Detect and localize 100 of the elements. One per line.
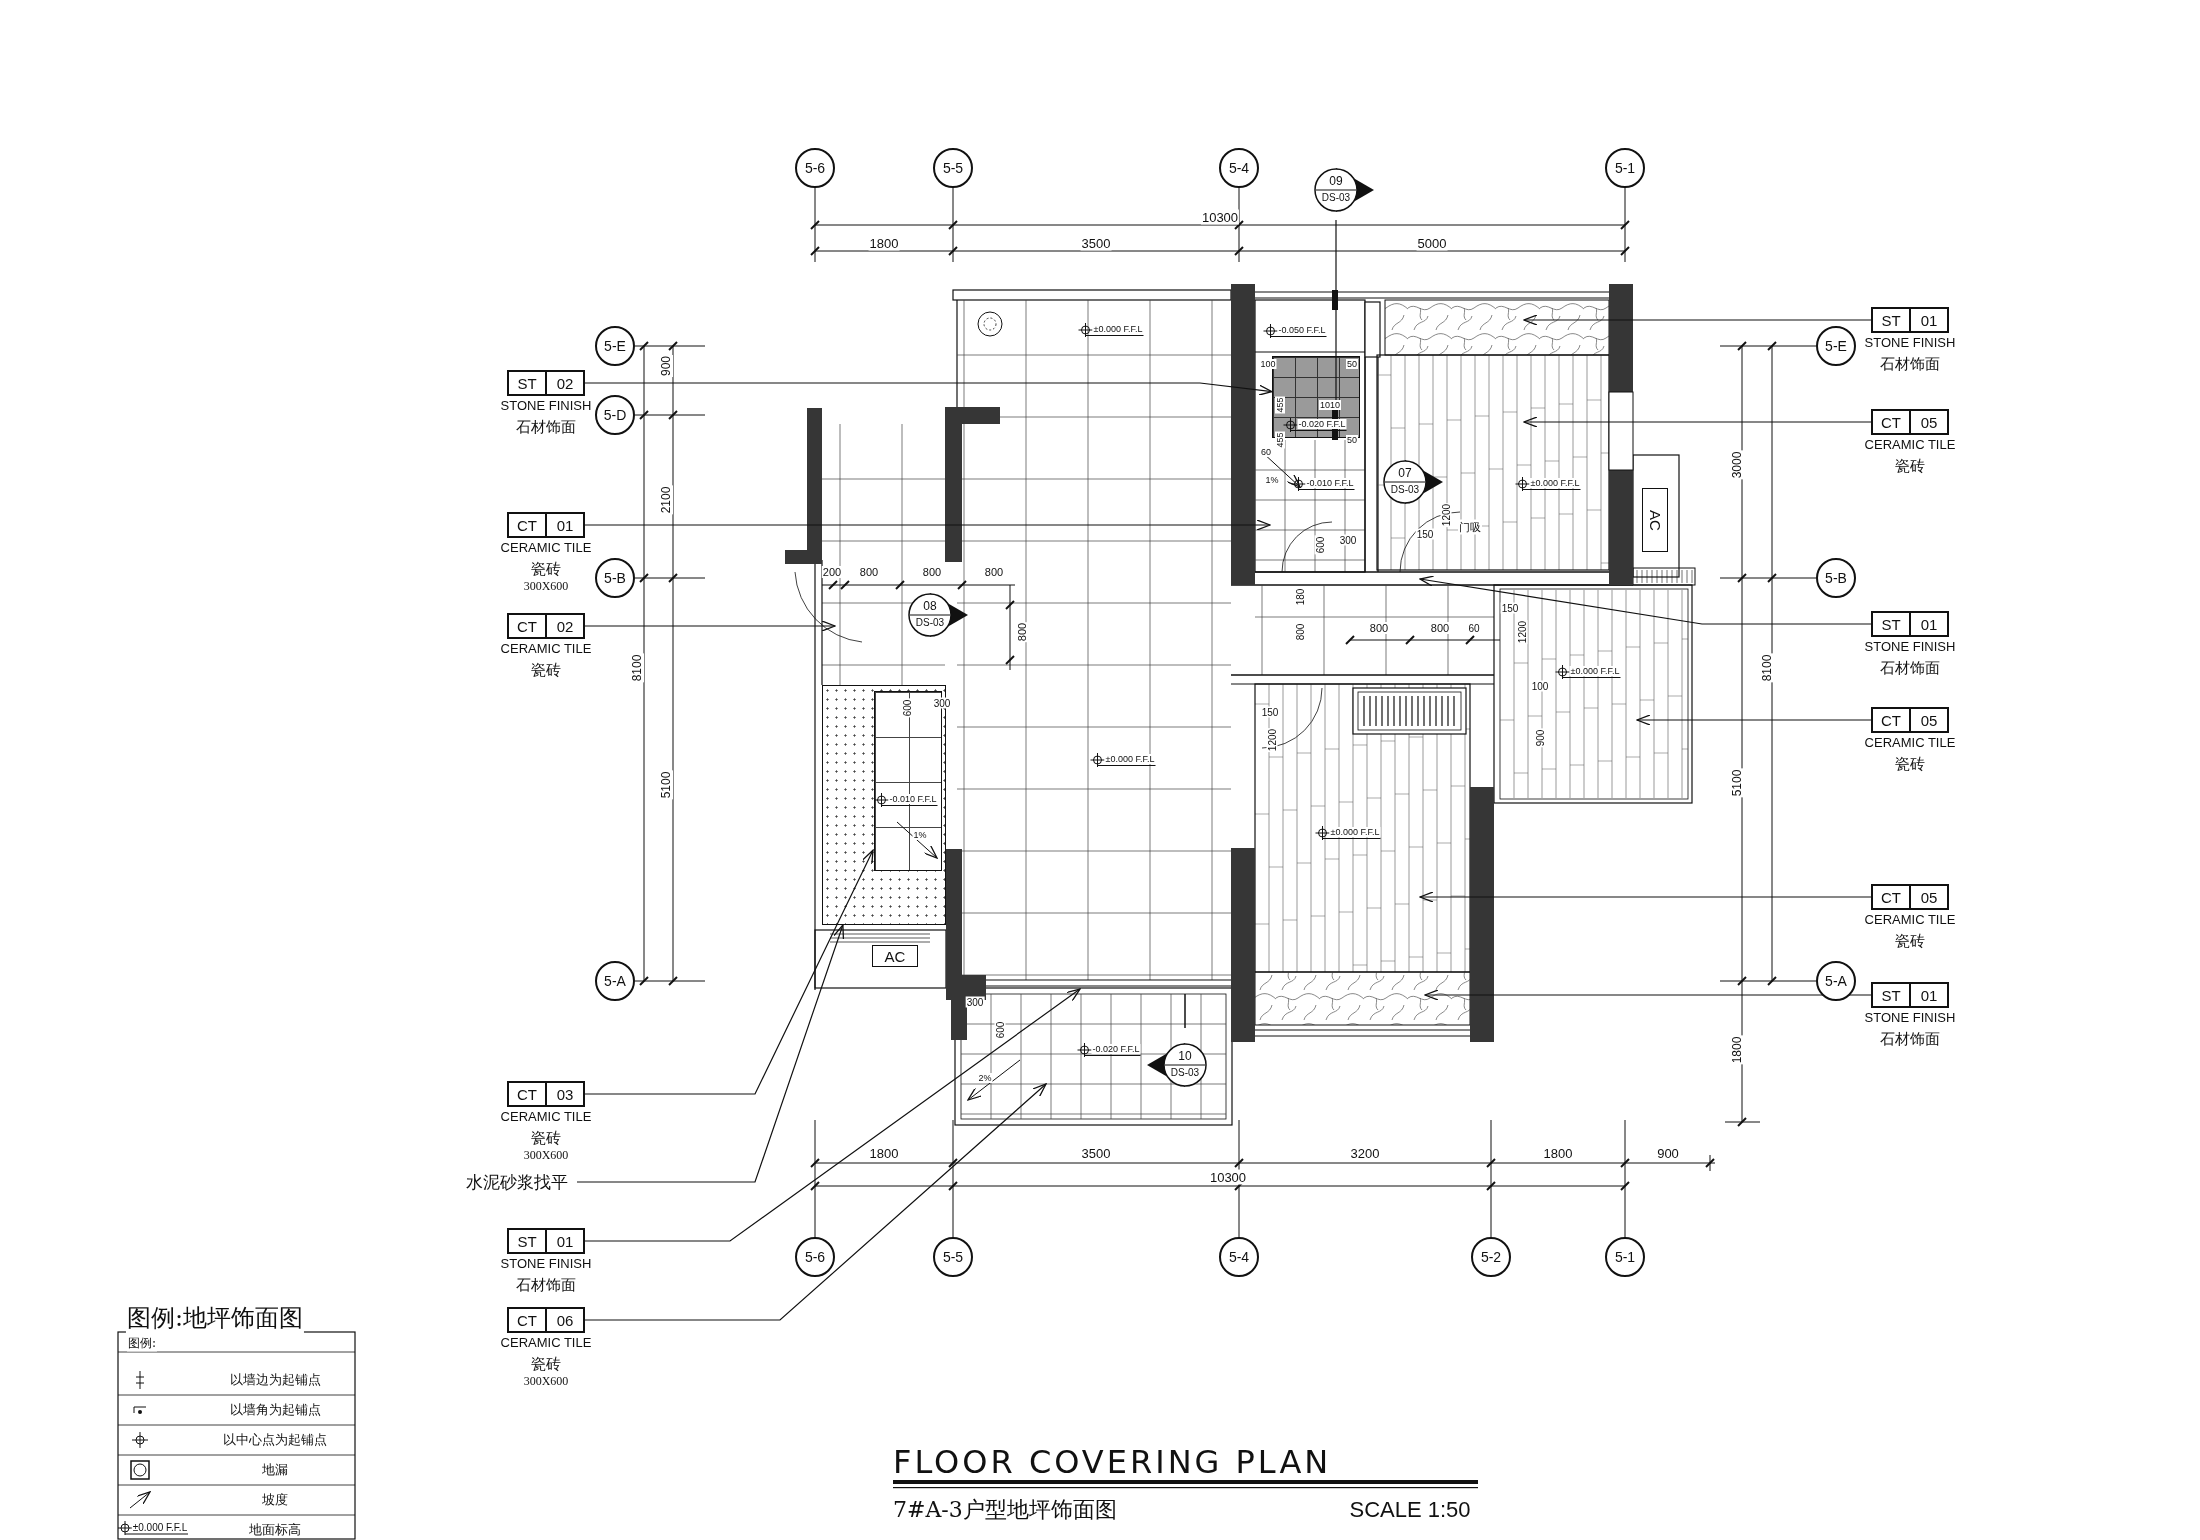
legend-text: 地面标高 bbox=[248, 1522, 302, 1538]
ac-box: AC bbox=[1642, 488, 1668, 552]
material-number: 01 bbox=[545, 514, 583, 536]
elevation-text: ±0.000 F.F.L bbox=[1529, 478, 1581, 488]
grid-bubble: 5-A bbox=[1816, 961, 1856, 1001]
grid-bubble: 5-E bbox=[595, 326, 635, 366]
dimension-text: 10300 bbox=[1200, 209, 1240, 225]
dimension-text: 150 bbox=[1415, 528, 1435, 540]
dimension-text: 180 bbox=[1294, 587, 1306, 607]
material-name: 石材饰面 bbox=[1879, 355, 1941, 373]
dimension-text: 300 bbox=[1338, 534, 1358, 546]
leader-line bbox=[576, 924, 845, 1183]
section-number: 10 bbox=[1177, 1050, 1193, 1062]
material-name: CERAMIC TILE bbox=[499, 1335, 593, 1352]
dimension-text: 150 bbox=[1500, 602, 1520, 614]
legend-heading: 图例: bbox=[127, 1334, 157, 1352]
material-name: STONE FINISH bbox=[1863, 1010, 1957, 1027]
material-name: 瓷砖 bbox=[530, 1355, 562, 1373]
material-code: ST bbox=[1880, 614, 1902, 635]
material-code: ST bbox=[1880, 985, 1902, 1006]
elevation-text: ±0.000 F.F.L bbox=[1104, 754, 1156, 764]
material-code: ST bbox=[516, 1231, 538, 1252]
material-name: CERAMIC TILE bbox=[1863, 735, 1957, 752]
elevation-text: -0.010 F.F.L bbox=[1305, 478, 1355, 488]
material-code: CT bbox=[516, 1084, 538, 1105]
leader-line bbox=[1419, 891, 1872, 903]
dimension-text: 455 bbox=[1275, 396, 1285, 414]
section-number: 09 bbox=[1328, 175, 1344, 187]
elevation-text: ±0.000 F.F.L bbox=[1092, 324, 1144, 334]
sheet-number: DS-03 bbox=[1320, 192, 1352, 204]
material-number: 05 bbox=[1909, 886, 1947, 908]
legend-text: 以墙边为起铺点 bbox=[228, 1372, 322, 1388]
dimension-text: 1200 bbox=[1440, 502, 1452, 528]
material-number: 01 bbox=[1909, 984, 1947, 1006]
legend-text: 以中心点为起铺点 bbox=[222, 1432, 328, 1448]
dimension-text: 600 bbox=[994, 1020, 1006, 1040]
material-number: 02 bbox=[545, 615, 583, 637]
material-name: 瓷砖 bbox=[1894, 755, 1926, 773]
dimension-text: 800 bbox=[1016, 621, 1028, 643]
grid-bubble: 5-1 bbox=[1605, 1237, 1645, 1277]
grid-bubble: 5-B bbox=[595, 558, 635, 598]
elevation-text: -0.020 F.F.L bbox=[1091, 1044, 1141, 1054]
slope-text: 1% bbox=[1264, 475, 1280, 485]
material-name: 瓷砖 bbox=[1894, 457, 1926, 475]
material-number: 05 bbox=[1909, 709, 1947, 731]
material-name: CERAMIC TILE bbox=[499, 540, 593, 557]
ac-box: AC bbox=[872, 945, 918, 967]
elevation-text: ±0.000 F.F.L bbox=[1329, 827, 1381, 837]
dimension-text: 100 bbox=[1259, 359, 1277, 369]
material-name: 瓷砖 bbox=[530, 661, 562, 679]
material-code: CT bbox=[1880, 412, 1902, 433]
dimension-text: 600 bbox=[901, 698, 913, 718]
material-name: 石材饰面 bbox=[1879, 659, 1941, 677]
dimension-text: 800 bbox=[983, 566, 1005, 578]
dimension-text: 8100 bbox=[630, 653, 644, 683]
material-name: STONE FINISH bbox=[1863, 639, 1957, 656]
leader-line bbox=[1523, 416, 1872, 428]
tile-size: 300X600 bbox=[522, 1374, 570, 1390]
note-text: 水泥砂浆找平 bbox=[457, 1172, 577, 1192]
material-name: 瓷砖 bbox=[530, 1129, 562, 1147]
dimension-text: 800 bbox=[858, 566, 880, 578]
grid-bubble: 5-B bbox=[1816, 558, 1856, 598]
material-number: 03 bbox=[545, 1083, 583, 1105]
dimension-text: 200 bbox=[821, 566, 843, 578]
plan-caption: 7#A-3户型地坪饰面图 bbox=[893, 1497, 1117, 1523]
elevation-text: ±0.000 F.F.L bbox=[131, 1521, 189, 1533]
leader-line bbox=[584, 519, 1271, 531]
dimension-text: 3000 bbox=[1730, 450, 1744, 480]
dimension-text: 5100 bbox=[659, 770, 673, 800]
material-name: 石材饰面 bbox=[515, 1276, 577, 1294]
section-number: 08 bbox=[922, 600, 938, 612]
material-name: CERAMIC TILE bbox=[499, 1109, 593, 1126]
material-name: STONE FINISH bbox=[499, 1256, 593, 1273]
grid-bubble: 5-5 bbox=[933, 148, 973, 188]
legend-text: 地漏 bbox=[261, 1462, 289, 1478]
material-number: 05 bbox=[1909, 411, 1947, 433]
leader-line bbox=[1523, 314, 1872, 326]
dimension-text: 900 bbox=[659, 355, 673, 377]
legend-text: 坡度 bbox=[261, 1492, 289, 1508]
slope-text: 1% bbox=[912, 830, 928, 840]
material-code: CT bbox=[1880, 887, 1902, 908]
material-name: 瓷砖 bbox=[1894, 932, 1926, 950]
dimension-text: 100 bbox=[1530, 680, 1550, 692]
material-code: CT bbox=[516, 616, 538, 637]
dimension-text: 1200 bbox=[1266, 727, 1278, 753]
leader-line bbox=[584, 382, 1273, 396]
grid-bubble: 5-E bbox=[1816, 326, 1856, 366]
note-text: 门吸 bbox=[1458, 519, 1482, 535]
dimension-text: 150 bbox=[1260, 706, 1280, 718]
leader-line bbox=[1424, 989, 1872, 1001]
dimension-text: 60 bbox=[1260, 447, 1272, 457]
sheet-number: DS-03 bbox=[1389, 484, 1421, 496]
leader-line bbox=[584, 1083, 1047, 1321]
dimension-text: 8100 bbox=[1760, 653, 1774, 683]
dimension-text: 800 bbox=[921, 566, 943, 578]
grid-bubble: 5-4 bbox=[1219, 148, 1259, 188]
dimension-text: 800 bbox=[1368, 622, 1390, 634]
leader-line bbox=[1419, 575, 1872, 625]
dimension-text: 10300 bbox=[1208, 1169, 1248, 1185]
material-code: CT bbox=[516, 515, 538, 536]
